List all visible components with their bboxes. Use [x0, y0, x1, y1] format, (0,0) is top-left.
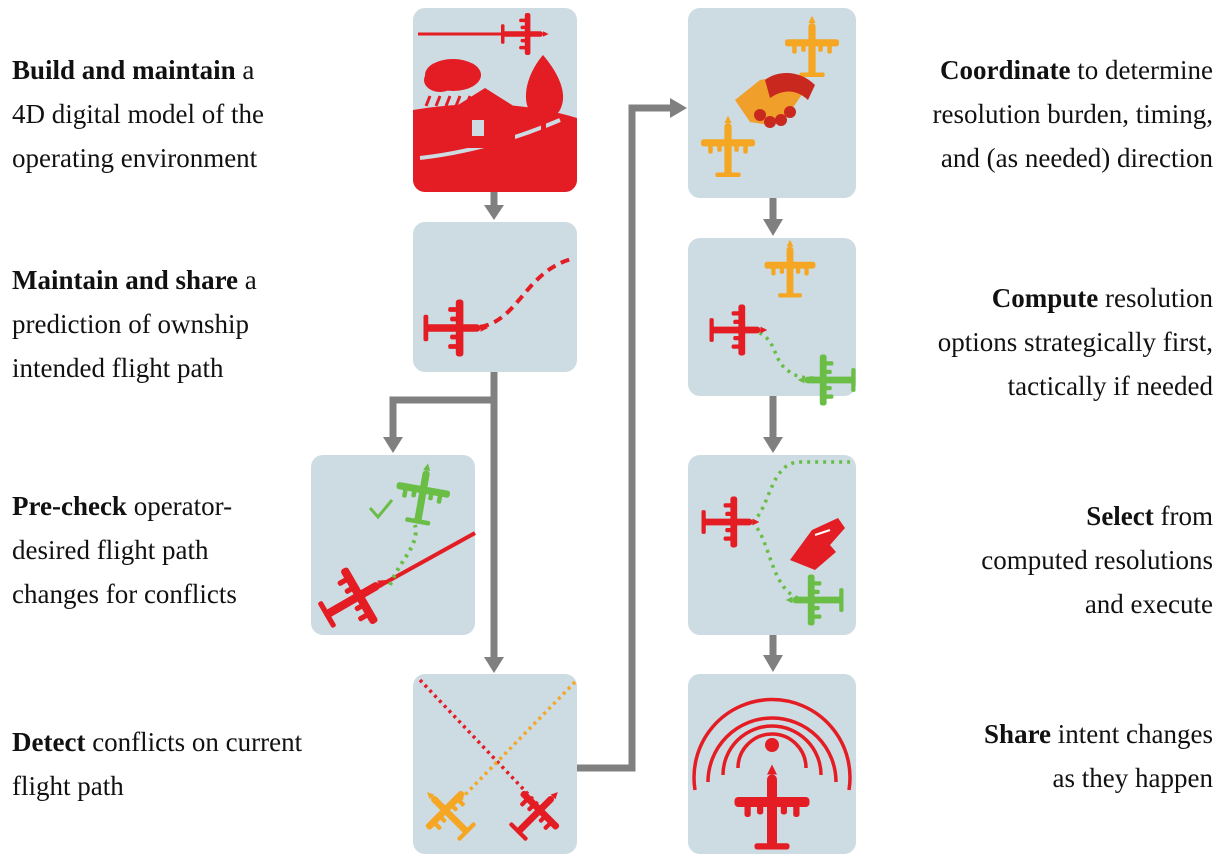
precheck-icon	[308, 458, 476, 644]
caption-predict: Maintain and share a prediction of ownsh…	[12, 265, 257, 383]
conflict-detect-icon	[409, 678, 577, 852]
caption-build: Build and maintain a 4D digital model of…	[12, 55, 264, 173]
caption-coordinate: Coordinate to determine resolution burde…	[932, 55, 1213, 173]
caption-compute: Compute resolution options strategically…	[937, 283, 1213, 401]
flow-arrows	[389, 104, 777, 772]
caption-detect: Detect conflicts on current flight path	[12, 727, 303, 801]
caption-select: Select from computed resolutions and exe…	[981, 501, 1213, 619]
caption-precheck: Pre-check operator- desired flight path …	[12, 491, 237, 609]
handshake-icon	[701, 15, 839, 177]
environment-icon	[413, 13, 577, 192]
panel-intent	[413, 222, 577, 372]
select-resolution-icon	[701, 460, 850, 626]
intent-path-icon	[423, 256, 576, 357]
resolution-options-icon	[709, 239, 856, 406]
broadcast-icon	[692, 697, 852, 850]
arrow-heads	[383, 98, 783, 673]
caption-share: Share intent changes as they happen	[984, 719, 1213, 793]
